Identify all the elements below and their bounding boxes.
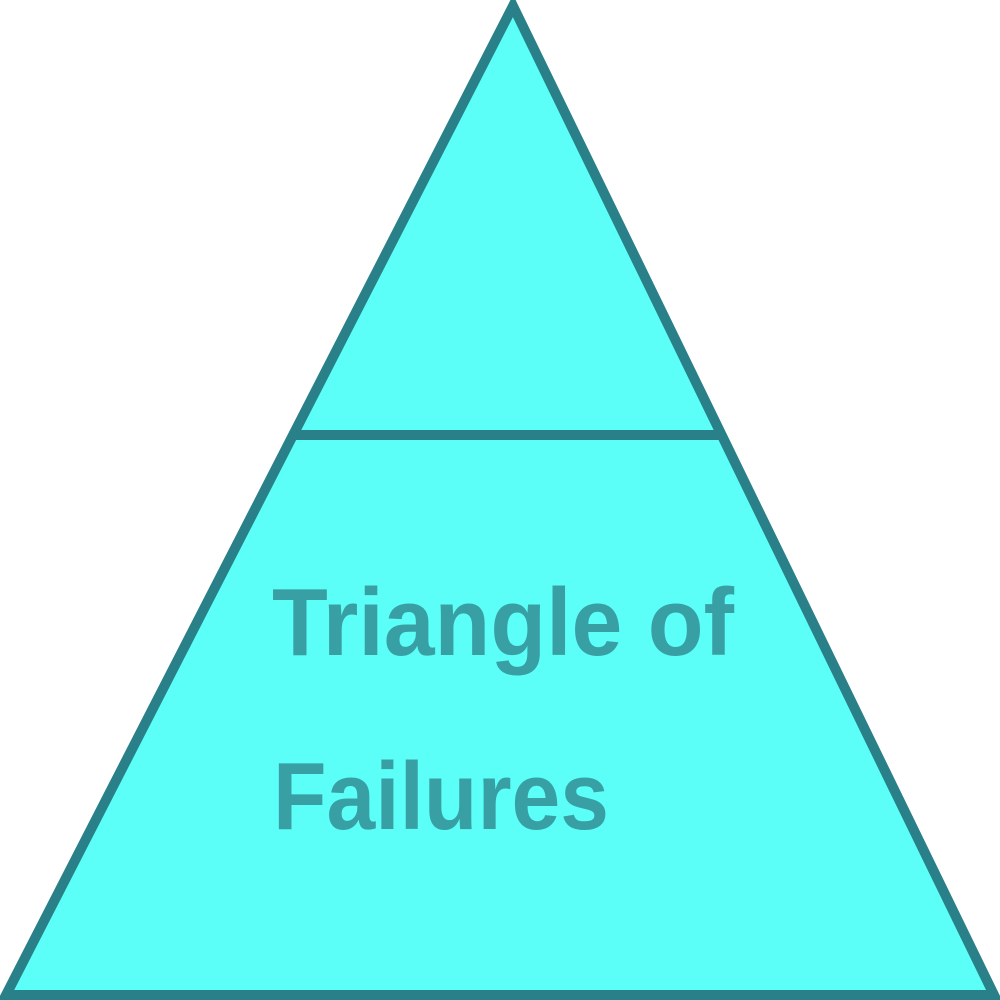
label-line-1: Triangle of xyxy=(272,569,735,676)
label-line-2: Failures xyxy=(273,743,609,850)
